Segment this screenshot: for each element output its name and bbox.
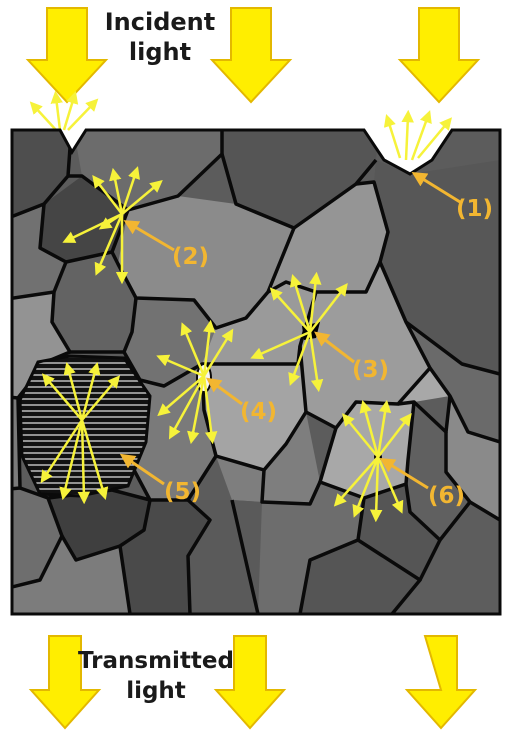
grain bbox=[202, 346, 306, 470]
grain bbox=[12, 536, 130, 614]
grain-boundaries bbox=[12, 130, 500, 614]
surface-reflection-arrows-right bbox=[383, 109, 453, 161]
callout-4: (4) bbox=[240, 399, 277, 425]
incident-light-label-line1: Incident bbox=[105, 8, 215, 36]
callout-1: (1) bbox=[456, 196, 493, 222]
callout-5: (5) bbox=[164, 479, 201, 505]
grain bbox=[124, 298, 216, 386]
grain bbox=[52, 252, 136, 352]
grain bbox=[12, 396, 20, 490]
transmitted-arrow-right bbox=[404, 635, 478, 730]
incident-light-label-line2: light bbox=[129, 38, 191, 66]
scatter-arrows-5 bbox=[40, 361, 121, 505]
sample-grain-structure bbox=[12, 130, 500, 614]
grain bbox=[222, 130, 380, 228]
grain bbox=[12, 204, 66, 300]
grain bbox=[320, 368, 450, 498]
callout-3: (3) bbox=[352, 357, 389, 383]
pointer-6 bbox=[379, 458, 429, 490]
scatter-arrows-2 bbox=[62, 166, 163, 285]
grain bbox=[118, 196, 294, 328]
pointer-4 bbox=[205, 377, 243, 406]
incident-arrow-left bbox=[25, 7, 109, 104]
callout-pointers bbox=[119, 172, 461, 490]
pointer-2 bbox=[123, 220, 175, 252]
scatter-arrows-4 bbox=[156, 319, 234, 445]
sample-outline bbox=[10, 128, 502, 616]
grain bbox=[406, 402, 470, 540]
grain bbox=[446, 396, 500, 520]
grain bbox=[258, 482, 364, 614]
transmitted-arrow-center bbox=[213, 635, 287, 730]
pointer-1 bbox=[411, 172, 461, 204]
grain bbox=[392, 502, 500, 614]
grain bbox=[40, 176, 128, 262]
transmitted-arrow-left bbox=[28, 635, 102, 730]
callout-2: (2) bbox=[172, 244, 209, 270]
transmitted-light-label-line1: Transmitted bbox=[78, 648, 234, 674]
grain bbox=[216, 412, 320, 504]
pointer-3 bbox=[314, 331, 355, 364]
grain bbox=[12, 130, 72, 218]
pointer-5 bbox=[119, 453, 165, 486]
grain bbox=[406, 322, 500, 442]
incident-arrow-right bbox=[397, 7, 481, 104]
transmitted-light-arrows bbox=[28, 635, 478, 730]
incident-light-arrows bbox=[25, 7, 481, 104]
grain bbox=[12, 292, 70, 398]
surface-reflection-arrows-left bbox=[29, 90, 99, 131]
grain bbox=[202, 282, 316, 364]
scatter-arrows-3 bbox=[250, 271, 348, 393]
transmitted-light-label-line2: light bbox=[126, 678, 186, 704]
grain bbox=[268, 182, 388, 292]
incident-arrow-center bbox=[209, 7, 293, 104]
callout-6: (6) bbox=[428, 483, 465, 509]
